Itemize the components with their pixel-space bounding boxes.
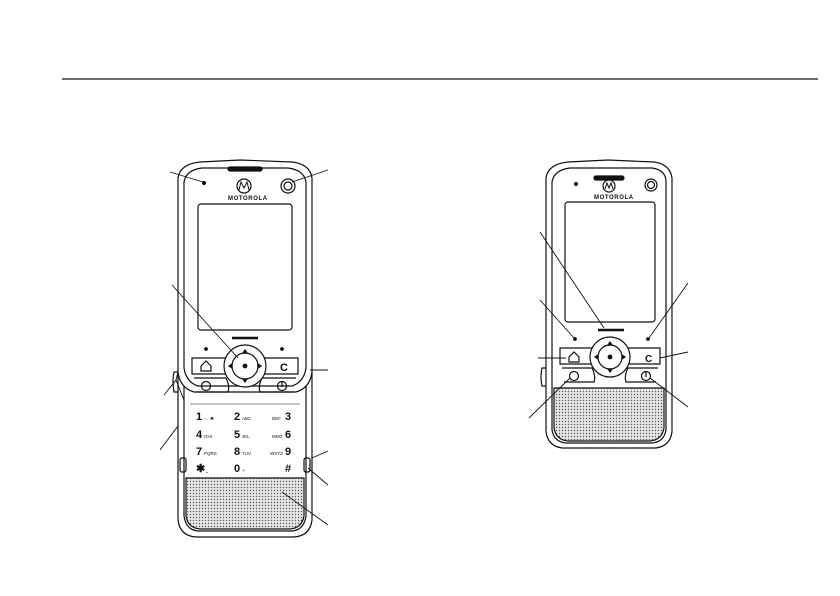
motorola-logo-icon-2 (602, 179, 616, 193)
brand-label: MOTOROLA (228, 196, 268, 202)
camera-lens-icon (280, 178, 296, 194)
key-2[interactable]: 2 (234, 411, 240, 423)
key-1[interactable]: 1 (196, 411, 202, 423)
send-call-icon[interactable] (200, 380, 212, 392)
home-icon[interactable] (200, 360, 212, 372)
key-4-letters: GHI (204, 434, 212, 439)
phone-open: C (172, 159, 313, 538)
home-icon-2[interactable] (568, 351, 580, 363)
key-1-letters: ▫…✱ (204, 416, 214, 421)
key-5-letters: JKL (242, 434, 250, 439)
callouts-phone-open (159, 169, 329, 526)
key-8-letters: TUV (242, 451, 251, 456)
motorola-logo-icon (236, 178, 252, 194)
key-4[interactable]: 4 (196, 429, 203, 441)
key-2-letters: ABC (242, 416, 252, 421)
key-star-letters: ⎵ (206, 468, 208, 474)
camera-lens-icon-2 (644, 178, 658, 192)
key-6-letters: MNO (272, 434, 283, 439)
indicator-led (201, 180, 207, 186)
clear-back-icon-2[interactable]: C (645, 354, 652, 365)
key-9-letters: WXYZ (270, 451, 283, 456)
key-7-letters: PQRS (204, 451, 217, 456)
key-8[interactable]: 8 (234, 446, 240, 458)
speaker-grille-icon (185, 477, 305, 530)
callouts-phone-closed (528, 231, 689, 419)
key-hash[interactable]: # (285, 463, 291, 475)
earpiece (227, 166, 263, 172)
key-3[interactable]: 3 (285, 411, 291, 423)
key-9[interactable]: 9 (285, 446, 291, 458)
key-0[interactable]: 0 (234, 463, 240, 475)
key-star[interactable]: ✱ (196, 463, 205, 475)
send-call-icon-2[interactable] (568, 370, 580, 382)
key-0-letters: + (242, 468, 245, 473)
keypad: 1 ▫…✱ 2 ABC 3 DEF 4 GHI 5 JKL 6 MNO 7 PQ… (196, 411, 291, 475)
speaker-grille-icon-2 (553, 387, 665, 442)
key-5[interactable]: 5 (234, 429, 240, 441)
end-power-icon-2[interactable] (640, 370, 652, 382)
display-screen (197, 203, 293, 331)
key-3-letters: DEF (272, 416, 281, 421)
clear-back-icon[interactable]: C (280, 362, 288, 374)
display-screen-2 (564, 201, 656, 323)
end-power-icon[interactable] (276, 380, 288, 392)
brand-label-2: MOTOROLA (594, 195, 634, 201)
phone-closed: C (540, 159, 673, 449)
key-7[interactable]: 7 (196, 446, 202, 458)
key-6[interactable]: 6 (285, 429, 291, 441)
